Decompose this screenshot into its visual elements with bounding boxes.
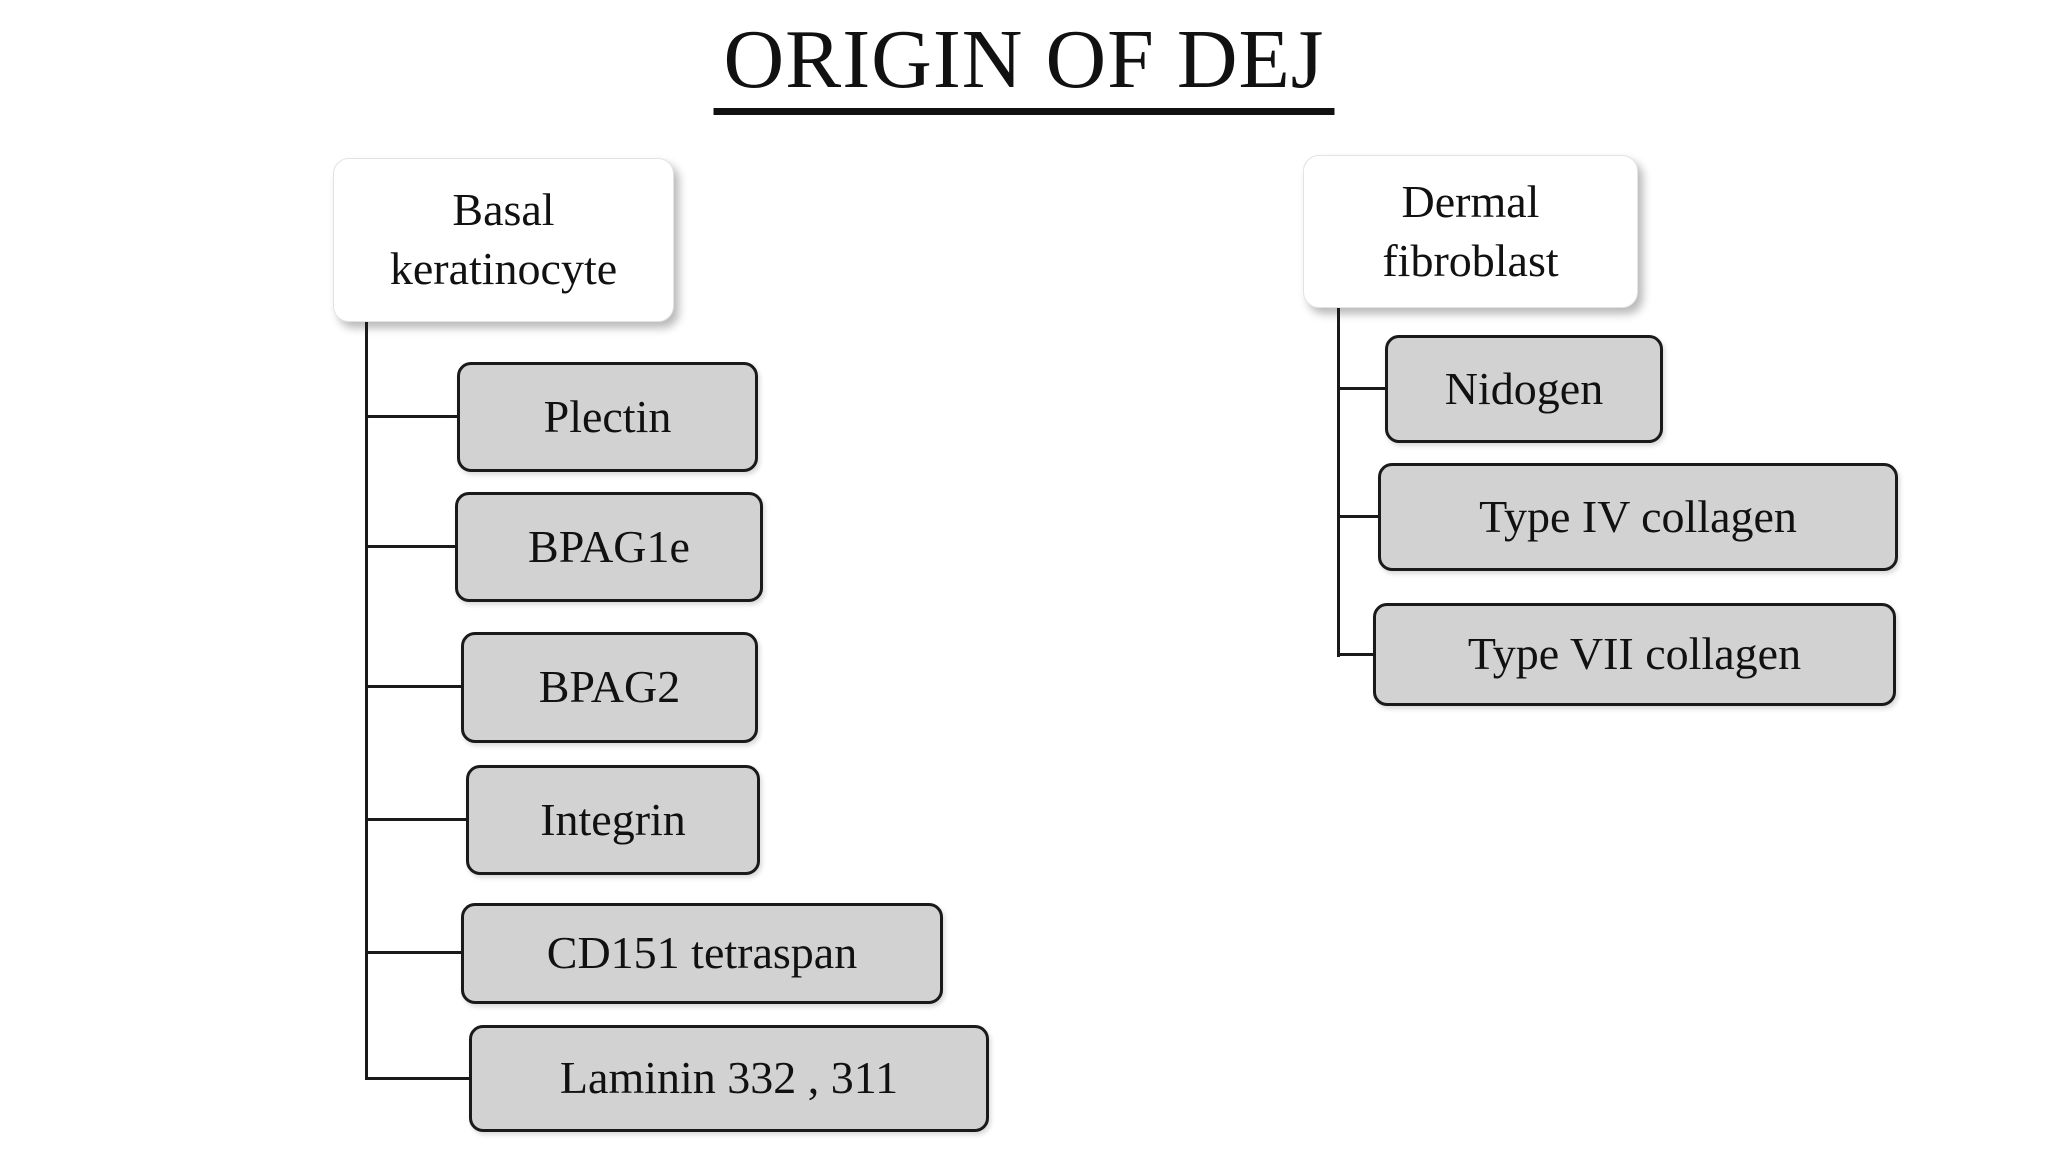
node-nidogen: Nidogen <box>1385 335 1663 443</box>
connector-laminin <box>365 1077 469 1080</box>
connector-integrin <box>365 818 466 821</box>
node-dermal-fibroblast: Dermal fibroblast <box>1303 155 1638 308</box>
node-plectin-label: Plectin <box>543 390 672 442</box>
node-bpag2: BPAG2 <box>461 632 758 743</box>
node-bpag1e: BPAG1e <box>455 492 763 602</box>
trunk-line-left <box>365 322 368 1080</box>
node-cd151-tetraspan-label: CD151 tetraspan <box>546 927 858 979</box>
node-type-vii-collagen-label: Type VII collagen <box>1467 628 1802 680</box>
page-title: ORIGIN OF DEJ <box>713 15 1335 116</box>
node-integrin-label: Integrin <box>540 793 686 845</box>
node-type-iv-collagen: Type IV collagen <box>1378 463 1898 571</box>
node-bpag1e-label: BPAG1e <box>528 520 690 572</box>
node-type-vii-collagen: Type VII collagen <box>1373 603 1896 706</box>
node-laminin-label: Laminin 332 , 311 <box>559 1052 899 1104</box>
node-integrin: Integrin <box>466 765 760 875</box>
connector-bpag1e <box>365 545 455 548</box>
node-bpag2-label: BPAG2 <box>538 661 681 713</box>
node-basal-keratinocyte: Basal keratinocyte <box>333 158 674 322</box>
node-type-iv-collagen-label: Type IV collagen <box>1479 490 1797 542</box>
connector-plectin <box>365 415 457 418</box>
node-laminin: Laminin 332 , 311 <box>469 1025 989 1132</box>
node-dermal-fibroblast-label: Dermal fibroblast <box>1382 175 1559 286</box>
trunk-line-right <box>1337 308 1340 657</box>
node-cd151-tetraspan: CD151 tetraspan <box>461 903 943 1004</box>
node-plectin: Plectin <box>457 362 758 472</box>
node-basal-keratinocyte-label: Basal keratinocyte <box>389 184 618 294</box>
connector-cd151 <box>365 951 461 954</box>
connector-type-vii-collagen <box>1337 653 1373 656</box>
connector-nidogen <box>1337 387 1385 390</box>
connector-type-iv-collagen <box>1337 515 1378 518</box>
node-nidogen-label: Nidogen <box>1444 362 1604 414</box>
connector-bpag2 <box>365 685 461 688</box>
